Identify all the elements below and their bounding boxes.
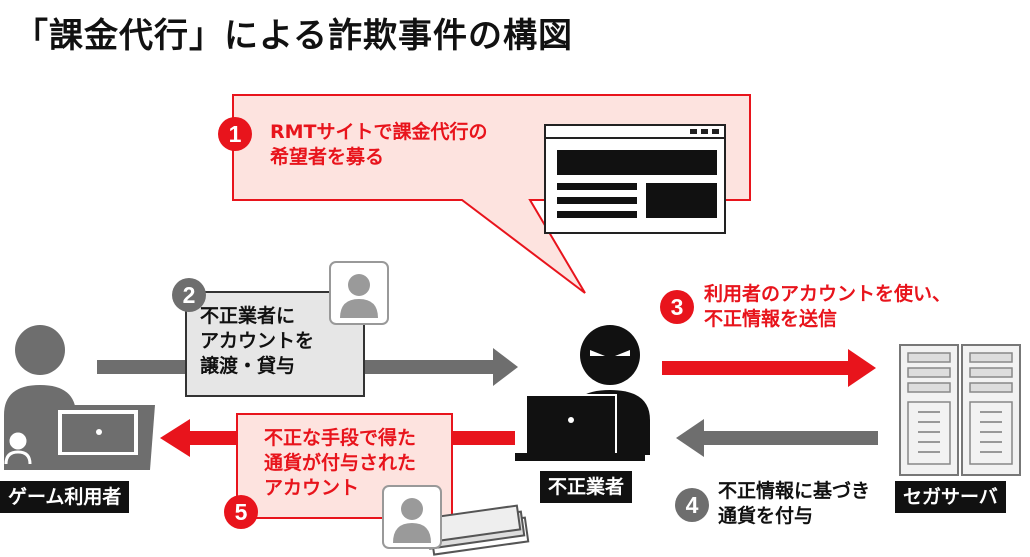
game-user-label: ゲーム利用者 [0,481,130,513]
page-title: 「課金代行」による詐欺事件の構図 [14,16,573,56]
step-number-3: 3 [660,290,694,324]
game-user-figure [4,325,155,470]
fraudster-label: 不正業者 [540,471,633,503]
fraudster-figure [515,325,650,461]
step-number-5: 5 [224,495,258,529]
step-number-2: 2 [172,278,206,312]
arrow-step4 [676,419,878,457]
cards-icon-step5 [421,504,530,556]
step-number-1: 1 [218,117,252,151]
step-number-4: 4 [675,488,709,522]
step5-text: 不正な手段で得た 通貨が付与された アカウント [264,427,417,499]
sega-server-label: セガサーバ [895,481,1006,513]
website-mockup-icon [544,124,726,234]
step1-text: RMTサイトで課金代行の 希望者を募る [270,121,488,168]
server-icon [899,344,1021,476]
step4-text: 不正情報に基づき 通貨を付与 [718,480,871,527]
arrow-step3 [662,349,876,387]
avatar-icon-step5 [382,485,442,549]
step2-text: 不正業者に アカウントを 譲渡・貸与 [200,305,315,377]
step3-text: 利用者のアカウントを使い、 不正情報を送信 [704,283,952,330]
avatar-icon-step2 [329,261,389,325]
